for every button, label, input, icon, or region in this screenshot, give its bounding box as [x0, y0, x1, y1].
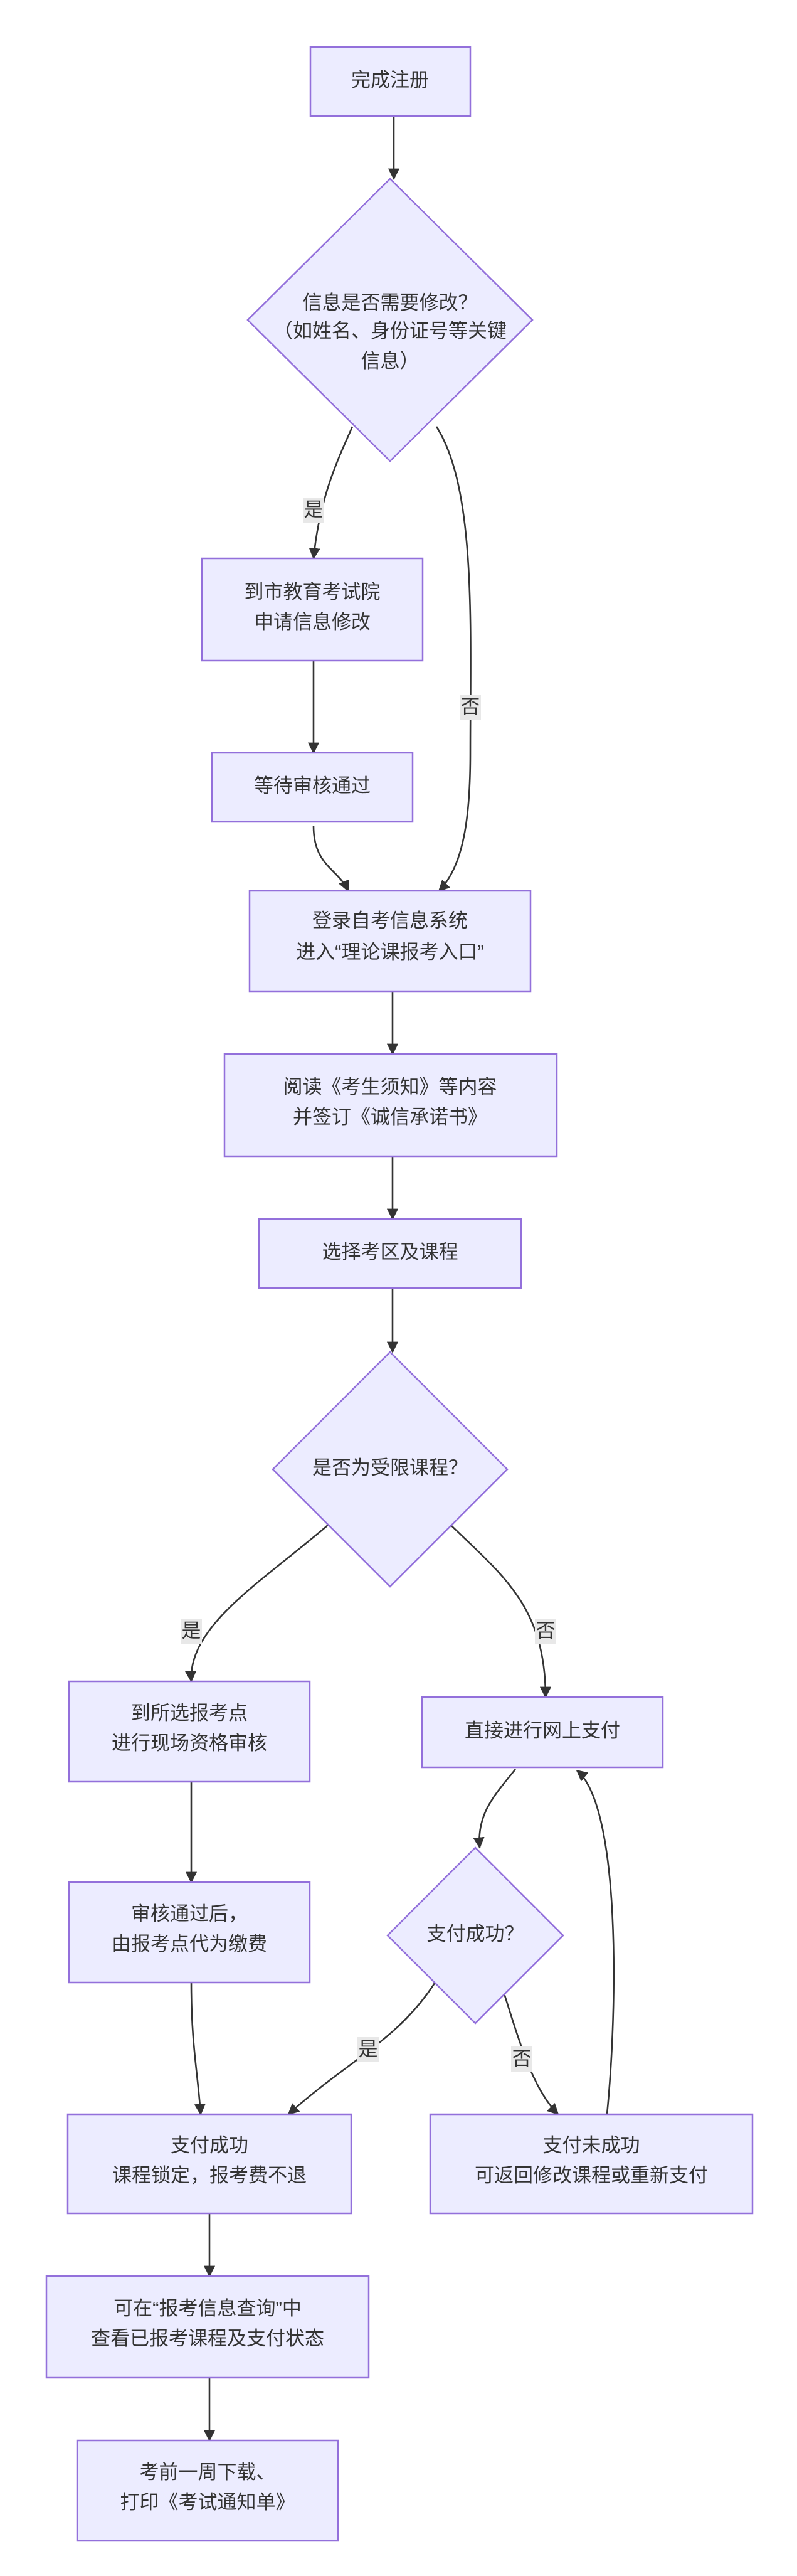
edge-label-paid-no: 否 — [511, 2046, 532, 2072]
node-wait-review: 等待审核通过 — [211, 752, 414, 823]
edge-wait-to-login — [312, 826, 349, 892]
svg-text:打印《考试通知单》: 打印《考试通知单》 — [120, 2491, 295, 2513]
svg-text:是: 是 — [182, 1620, 201, 1642]
edge-label-restricted-no: 否 — [535, 1619, 556, 1644]
node-q-restricted: 是否为受限课程？ — [272, 1351, 509, 1588]
svg-text:否: 否 — [461, 696, 480, 718]
edge-q-restricted-no — [450, 1524, 552, 1698]
svg-text:进入“理论课报考入口”: 进入“理论课报考入口” — [296, 941, 484, 963]
svg-text:考前一周下载、: 考前一周下载、 — [140, 2461, 276, 2483]
node-read-notice: 阅读《考生须知》等内容 并签订《诚信承诺书》 — [223, 1053, 558, 1158]
svg-text:是否为受限课程？: 是否为受限课程？ — [312, 1457, 468, 1479]
svg-text:申请信息修改: 申请信息修改 — [254, 611, 371, 633]
edge-online-to-q-paid — [473, 1769, 517, 1849]
svg-text:是: 是 — [304, 499, 324, 521]
svg-text:进行现场资格审核: 进行现场资格审核 — [112, 1732, 267, 1754]
svg-text:信息）: 信息） — [361, 350, 420, 372]
edge-label-paid-yes: 是 — [357, 2037, 379, 2062]
node-pay-success: 支付成功 课程锁定，报考费不退 — [66, 2113, 352, 2215]
svg-text:由报考点代为缴费: 由报考点代为缴费 — [112, 1933, 267, 1955]
node-proxy-pay: 审核通过后， 由报考点代为缴费 — [68, 1881, 311, 1984]
node-online-pay: 直接进行网上支付 — [421, 1696, 664, 1769]
node-q-paid: 支付成功？ — [386, 1846, 564, 2025]
node-select-course: 选择考区及课程 — [258, 1218, 522, 1289]
svg-text:登录自考信息系统: 登录自考信息系统 — [312, 910, 468, 932]
nodes: 完成注册 信息是否需要修改？ （如姓名、身份证号等关键 信息） 到市教育考试院 … — [45, 46, 754, 2542]
node-apply-modify: 到市教育考试院 申请信息修改 — [201, 557, 424, 662]
edge-q-restricted-yes — [185, 1524, 329, 1683]
svg-text:选择考区及课程: 选择考区及课程 — [322, 1241, 458, 1263]
svg-text:支付成功: 支付成功 — [171, 2134, 248, 2156]
node-q-modify: 信息是否需要修改？ （如姓名、身份证号等关键 信息） — [246, 178, 534, 462]
svg-text:信息是否需要修改？: 信息是否需要修改？ — [303, 292, 478, 314]
svg-text:并签订《诚信承诺书》: 并签订《诚信承诺书》 — [293, 1106, 487, 1128]
node-print-notice: 考前一周下载、 打印《考试通知单》 — [76, 2439, 339, 2542]
svg-text:到所选报考点: 到所选报考点 — [131, 1702, 248, 1724]
svg-text:支付成功？: 支付成功？ — [427, 1923, 524, 1945]
node-onsite-review: 到所选报考点 进行现场资格审核 — [68, 1680, 311, 1783]
edge-q-modify-yes — [309, 426, 354, 560]
edge-proxy-to-success — [190, 1982, 206, 2116]
svg-text:是: 是 — [359, 2038, 378, 2060]
node-query-status: 可在“报考信息查询”中 查看已报考课程及支付状态 — [45, 2275, 370, 2379]
svg-text:否: 否 — [512, 2048, 532, 2070]
edge-labels: 是 否 是 否 是 否 — [181, 498, 556, 2072]
svg-text:阅读《考生须知》等内容: 阅读《考生须知》等内容 — [283, 1076, 497, 1098]
svg-text:完成注册: 完成注册 — [351, 69, 429, 91]
svg-text:审核通过后，: 审核通过后， — [131, 1903, 248, 1925]
svg-text:等待审核通过: 等待审核通过 — [254, 775, 371, 797]
svg-text:到市教育考试院: 到市教育考试院 — [245, 581, 381, 603]
svg-text:可返回修改课程或重新支付: 可返回修改课程或重新支付 — [475, 2164, 708, 2186]
svg-text:课程锁定，报考费不退: 课程锁定，报考费不退 — [112, 2164, 307, 2186]
node-start: 完成注册 — [309, 46, 472, 117]
edge-fail-to-online — [576, 1769, 615, 2115]
svg-text:（如姓名、身份证号等关键: （如姓名、身份证号等关键 — [273, 320, 507, 342]
node-pay-fail: 支付未成功 可返回修改课程或重新支付 — [429, 2113, 754, 2215]
node-login: 登录自考信息系统 进入“理论课报考入口” — [248, 890, 532, 993]
svg-text:直接进行网上支付: 直接进行网上支付 — [465, 1720, 620, 1742]
svg-text:查看已报考课程及支付状态: 查看已报考课程及支付状态 — [91, 2328, 324, 2350]
edge-label-modify-yes: 是 — [303, 498, 324, 523]
svg-text:否: 否 — [536, 1620, 556, 1642]
svg-text:支付未成功: 支付未成功 — [543, 2134, 640, 2156]
svg-text:可在“报考信息查询”中: 可在“报考信息查询”中 — [113, 2297, 302, 2319]
edge-label-restricted-yes: 是 — [181, 1619, 202, 1644]
edge-label-modify-no: 否 — [460, 695, 481, 720]
edge-q-modify-no — [435, 426, 472, 892]
